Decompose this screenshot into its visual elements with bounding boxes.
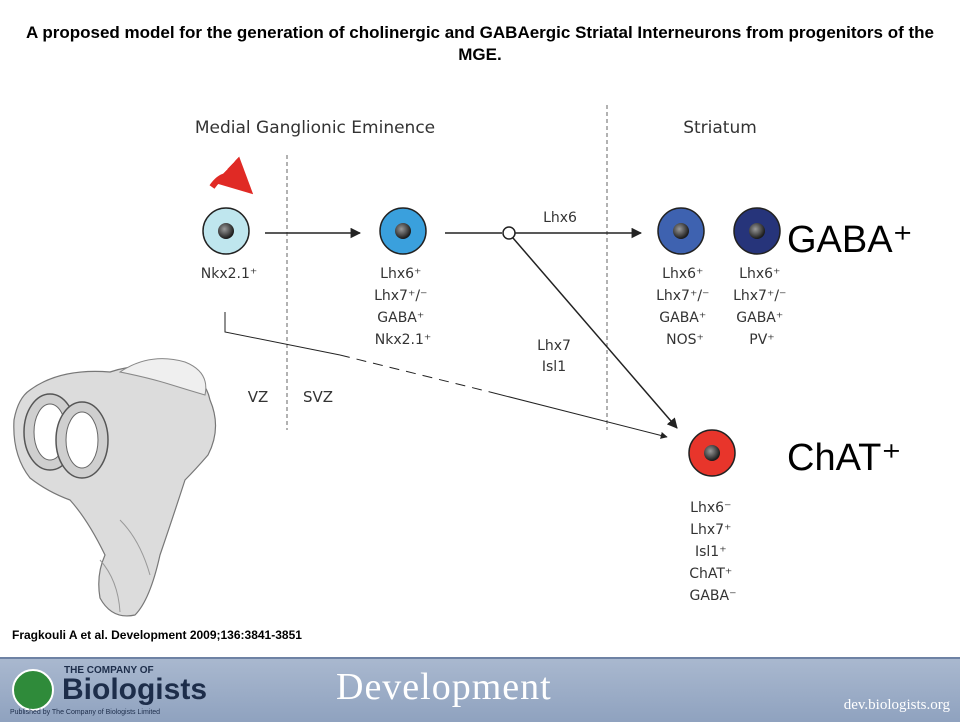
svz-cell-markers: Lhx6⁺ Lhx7⁺/⁻ GABA⁺ Nkx2.1⁺ bbox=[374, 266, 432, 348]
vz-label: VZ bbox=[248, 388, 269, 406]
svz-cell bbox=[379, 207, 427, 255]
progenitor-cell bbox=[202, 207, 250, 255]
journal-name: Development bbox=[336, 666, 552, 708]
self-renewal-arrow bbox=[209, 156, 254, 195]
brain-illustration bbox=[13, 358, 217, 617]
citation: Fragkouli A et al. Development 2009;136:… bbox=[12, 628, 302, 642]
company-of-biologists-logo[interactable]: THE COMPANY OF Biologists Published by T… bbox=[8, 663, 218, 719]
chat-cell bbox=[688, 429, 736, 477]
chat-big-label: ChAT⁺ bbox=[787, 437, 901, 479]
gaba-pv-cell bbox=[733, 207, 781, 255]
biologists-emblem-icon bbox=[12, 669, 54, 711]
arrow-direct-end bbox=[489, 391, 668, 439]
chat-markers: Lhx6⁻ Lhx7⁺ Isl1⁺ ChAT⁺ GABA⁻ bbox=[689, 500, 737, 604]
striatum-label: Striatum bbox=[683, 118, 757, 138]
logo-company-of: THE COMPANY OF bbox=[64, 665, 154, 676]
journal-url[interactable]: dev.biologists.org bbox=[843, 697, 950, 713]
arrow-label-isl1: Isl1 bbox=[542, 359, 566, 375]
branch-point bbox=[502, 226, 516, 240]
arrow-lhx7-isl1 bbox=[512, 237, 678, 429]
mge-label: Medial Ganglionic Eminence bbox=[195, 118, 435, 138]
slide-title: A proposed model for the generation of c… bbox=[25, 23, 934, 64]
arrow-direct-to-chat bbox=[224, 312, 341, 356]
logo-published-by: Published by The Company of Biologists L… bbox=[10, 709, 161, 716]
arrow-label-lhx7: Lhx7 bbox=[537, 338, 571, 354]
gaba-nos-markers: Lhx6⁺ Lhx7⁺/⁻ GABA⁺ NOS⁺ bbox=[656, 266, 714, 348]
gaba-pv-markers: Lhx6⁺ Lhx7⁺/⁻ GABA⁺ PV⁺ bbox=[733, 266, 791, 348]
svz-label: SVZ bbox=[303, 388, 333, 406]
logo-biologists: Biologists bbox=[62, 673, 208, 706]
footer-banner: THE COMPANY OF Biologists Published by T… bbox=[0, 657, 960, 722]
gaba-nos-cell bbox=[657, 207, 705, 255]
gaba-big-label: GABA⁺ bbox=[787, 219, 913, 261]
progenitor-markers: Nkx2.1⁺ bbox=[201, 266, 258, 282]
arrow-label-lhx6: Lhx6 bbox=[543, 210, 577, 226]
model-diagram: Medial Ganglionic Eminence Striatum VZ S… bbox=[13, 105, 913, 617]
arrow-direct-dashed bbox=[339, 354, 491, 393]
